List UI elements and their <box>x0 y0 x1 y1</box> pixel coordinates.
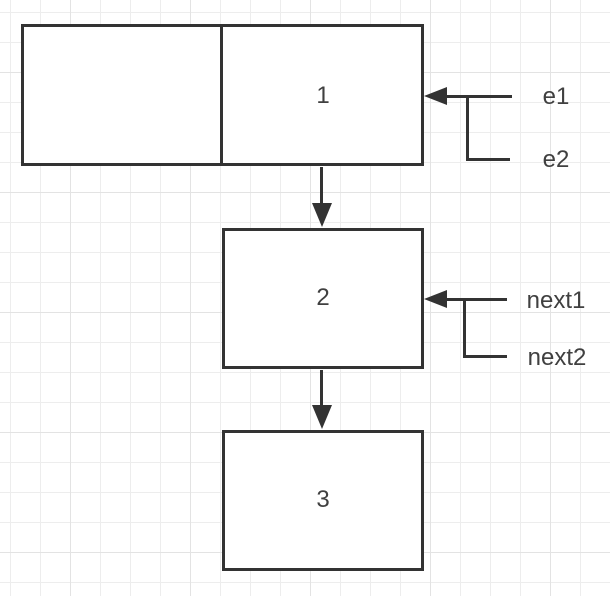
arrowhead-down-icon <box>312 203 332 227</box>
pointer-next1-line <box>446 298 507 301</box>
arrowhead-left-icon <box>424 87 447 105</box>
head-node-next-label: 1 <box>316 82 330 109</box>
pointer-e1-label: e1 <box>542 83 570 110</box>
pointer-next2-line <box>463 355 507 358</box>
arrowhead-down-icon <box>312 405 332 429</box>
pointer-e2-elbow-vertical <box>466 95 469 161</box>
head-node-cell-divider <box>220 26 223 164</box>
node-3-label: 3 <box>316 486 330 513</box>
pointer-next2-elbow-vertical <box>463 298 466 358</box>
node-2-label: 2 <box>316 284 330 311</box>
arrowhead-left-icon <box>424 290 447 308</box>
pointer-e2-label: e2 <box>542 146 570 173</box>
pointer-e2-line <box>466 158 510 161</box>
pointer-e1-line <box>446 95 512 98</box>
pointer-next2-label: next2 <box>527 344 587 371</box>
pointer-next1-label: next1 <box>526 287 586 314</box>
list-node-2 <box>222 228 424 369</box>
list-node-3 <box>222 430 424 571</box>
edge-node2-to-node3-line <box>320 370 323 409</box>
edge-head-to-node2-line <box>320 167 323 207</box>
